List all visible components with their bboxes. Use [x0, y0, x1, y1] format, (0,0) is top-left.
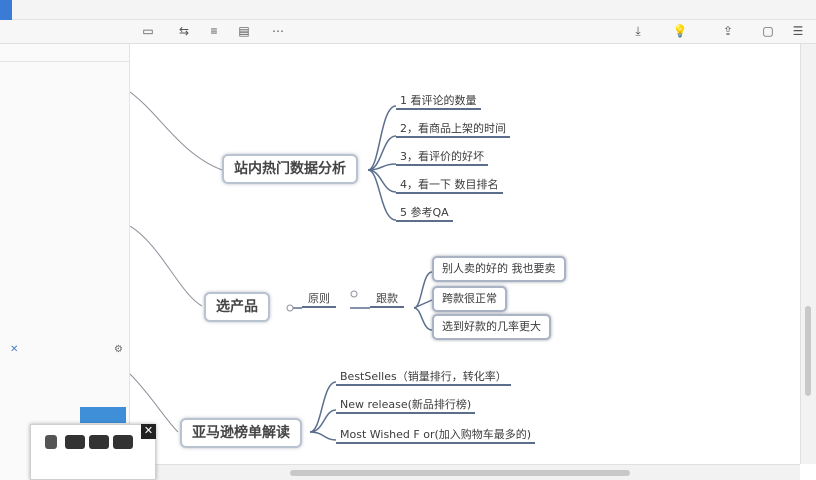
topic3-branches — [309, 381, 337, 441]
thumbnail — [65, 435, 85, 449]
topic2-branches — [286, 271, 433, 331]
close-icon[interactable]: ✕ — [141, 424, 156, 439]
connector-label[interactable]: 跟款 — [370, 290, 404, 308]
branch-line-topic1 — [130, 91, 223, 171]
vertical-scrollbar[interactable] — [800, 44, 816, 464]
settings-icon[interactable]: ☰ — [792, 24, 804, 38]
subtopic-node[interactable]: Most Wished F or(加入购物车最多的) — [336, 426, 536, 444]
subtopic-box[interactable]: 别人卖的好的 我也要卖 — [432, 256, 566, 282]
toolbar: ▭ ⇆ ≡ ▤ ⋯ ⤓ 💡 ⇪ ▢ ☰ — [0, 20, 816, 44]
mindmap-connectors — [130, 91, 433, 441]
connector-label[interactable]: 原则 — [302, 290, 336, 308]
menu-bar — [0, 0, 816, 20]
subtopic-node[interactable]: 4，看一下 数目排名 — [396, 176, 503, 194]
text-icon[interactable]: ≡ — [210, 24, 218, 38]
relationship-icon[interactable]: ⇆ — [178, 24, 190, 38]
style-icon[interactable]: ▭ — [142, 24, 154, 38]
document-icon[interactable]: ▢ — [762, 24, 774, 38]
subtopic-box[interactable]: 选到好款的几率更大 — [432, 314, 551, 340]
close-icon[interactable]: ✕ — [10, 344, 19, 355]
horizontal-scrollbar[interactable] — [130, 464, 800, 480]
subtopic-box[interactable]: 跨款很正常 — [432, 286, 507, 312]
topic-node[interactable]: 站内热门数据分析 — [222, 154, 358, 184]
branch-line-topic3 — [130, 373, 179, 433]
subtopic-node[interactable]: 5 参考QA — [396, 204, 453, 222]
more-icon[interactable]: ⋯ — [272, 24, 284, 38]
subtopic-node[interactable]: 3，看评价的好坏 — [396, 148, 488, 166]
horizontal-scroll-thumb[interactable] — [290, 470, 630, 476]
thumbnail — [113, 435, 133, 449]
gear-icon[interactable]: ⚙ — [114, 344, 123, 355]
mindmap-canvas[interactable]: 站内热门数据分析 1 看评论的数量 2，看商品上架的时间 3，看评价的好坏 4，… — [130, 44, 800, 464]
topic-node[interactable]: 选产品 — [204, 292, 270, 322]
share-icon[interactable]: ⇪ — [722, 24, 734, 38]
subtopic-node[interactable]: 1 看评论的数量 — [396, 92, 481, 110]
idea-icon[interactable]: 💡 — [672, 24, 688, 38]
topic-node[interactable]: 亚马逊榜单解读 — [180, 418, 302, 448]
branch-line-topic2 — [130, 225, 203, 307]
layout-icon[interactable]: ▤ — [238, 24, 250, 38]
subtopic-node[interactable]: BestSelles（销量排行，转化率） — [336, 368, 511, 386]
recorder-tab[interactable] — [80, 407, 126, 423]
export-icon[interactable]: ⤓ — [635, 24, 641, 38]
subtopic-node[interactable]: 2，看商品上架的时间 — [396, 120, 510, 138]
subtopic-node[interactable]: New release(新品排行榜) — [336, 396, 476, 414]
left-panel-tabs — [0, 44, 130, 62]
thumbnail — [45, 435, 57, 449]
topic1-branches — [367, 105, 397, 221]
recorder-widget[interactable] — [30, 424, 156, 480]
vertical-scroll-thumb[interactable] — [805, 306, 811, 396]
app-menu-button[interactable] — [0, 0, 12, 20]
thumbnail — [89, 435, 109, 449]
